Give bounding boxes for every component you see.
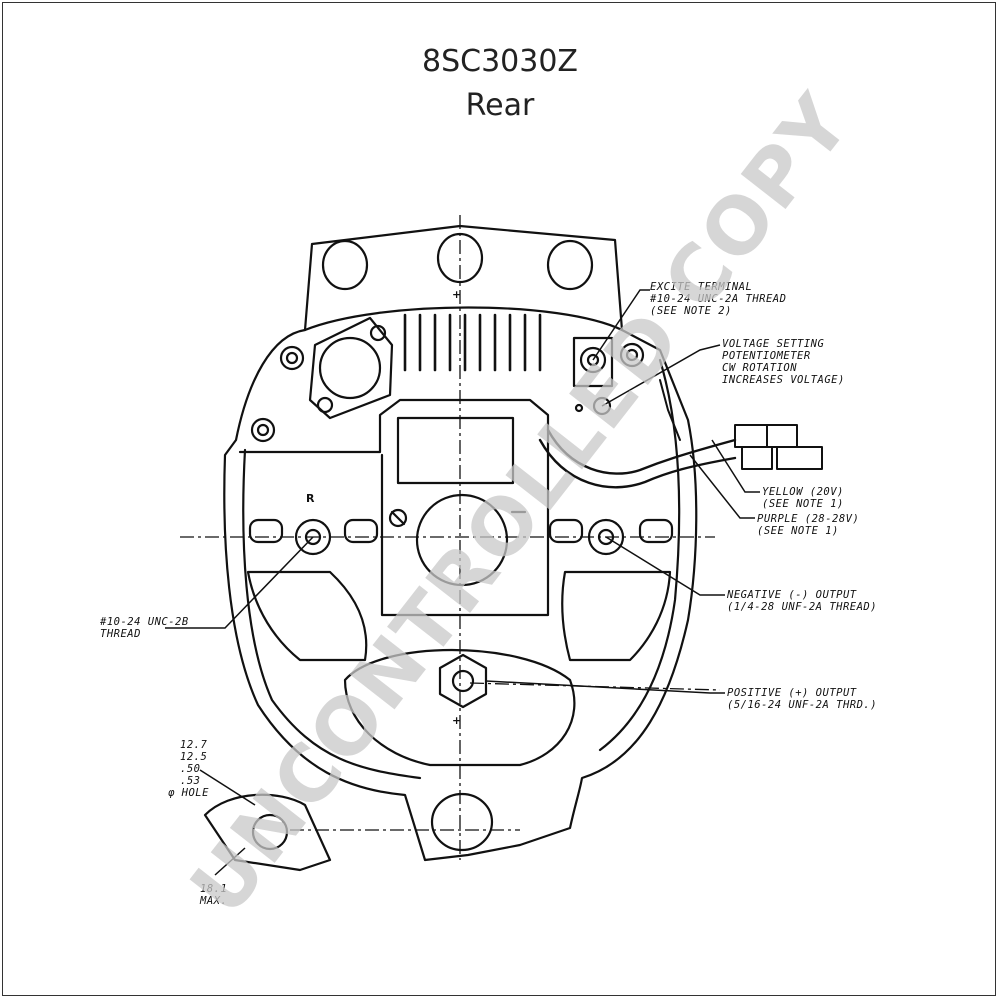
label-purple-2: (SEE NOTE 1) [757, 525, 839, 537]
label-voltage-1: VOLTAGE SETTING [722, 338, 825, 350]
cover-screw [388, 508, 408, 528]
leader-purple [689, 454, 755, 519]
screw-upper-right [619, 342, 645, 368]
housing-outline [223, 306, 698, 862]
plug-flange [308, 316, 394, 420]
screw-lower-left [250, 417, 276, 443]
plus-mark-top: + [452, 288, 461, 301]
excite-terminal-block [572, 336, 614, 388]
r-terminal-mark: R [306, 492, 315, 505]
label-yellow-2: (SEE NOTE 1) [762, 498, 844, 510]
label-negative-1: NEGATIVE (-) OUTPUT [726, 589, 857, 601]
bearing-boss [415, 493, 509, 587]
bottom-mounting-hole [430, 792, 494, 852]
tab-hole-right [546, 239, 594, 291]
plug-body [318, 336, 382, 400]
plus-mark-bottom: + [452, 714, 461, 727]
label-hole-2: 12.5 [180, 751, 207, 763]
plug-screw-top [369, 324, 387, 342]
connector-purple [741, 446, 773, 470]
leader-yellow [711, 439, 760, 493]
label-excite-3: (SEE NOTE 2) [650, 305, 732, 317]
leader-dim [214, 847, 246, 876]
slot-left-1 [248, 518, 284, 544]
housing-inner-outline [242, 358, 681, 780]
label-hole-4: .53 [180, 775, 200, 787]
tab-hole-left [321, 239, 369, 291]
label-hole-1: 12.7 [180, 739, 207, 751]
side-ear-detail [203, 793, 332, 872]
leader-negative [605, 536, 725, 596]
label-excite-2: #10-24 UNC-2A THREAD [649, 293, 786, 305]
leader-r-thread [165, 536, 314, 629]
label-positive-2: (5/16-24 UNF-2A THRD.) [727, 699, 877, 711]
regulator-cover [396, 416, 515, 485]
vent-bottom [343, 649, 576, 767]
slot-right-2 [638, 518, 674, 544]
leader-positive [485, 680, 725, 694]
part-number-title: 8SC3030Z [422, 44, 578, 79]
label-yellow-1: YELLOW (20V) [762, 486, 844, 498]
rear-cover-line [238, 398, 550, 457]
label-hole-5: φ HOLE [168, 787, 209, 799]
label-excite-1: EXCITE TERMINAL [650, 281, 752, 293]
label-voltage-4: INCREASES VOLTAGE) [722, 374, 845, 386]
label-positive-1: POSITIVE (+) OUTPUT [727, 687, 857, 699]
plug-screw-bottom [316, 396, 334, 414]
vent-right [561, 570, 672, 662]
cover-panel [380, 453, 550, 617]
slot-right-1 [548, 518, 584, 544]
voltage-potentiometer [592, 396, 612, 416]
leader-hole [199, 769, 256, 806]
leader-voltage [601, 344, 721, 407]
vent-left [246, 570, 368, 662]
label-dim-1: 18.1 [200, 883, 227, 895]
view-subtitle: Rear [465, 88, 535, 123]
label-voltage-2: POTENTIOMETER [722, 350, 811, 362]
excite-terminal-stud [579, 346, 607, 374]
label-dim-2: MAX. [199, 895, 227, 907]
screw-upper-left [279, 345, 305, 371]
label-voltage-3: CW ROTATION [722, 362, 797, 374]
label-negative-2: (1/4-28 UNF-2A THREAD) [727, 601, 877, 613]
leader-excite [592, 289, 650, 361]
slot-left-2 [343, 518, 379, 544]
label-thread-1: #10-24 UNC-2B [99, 616, 189, 628]
label-purple-1: PURPLE (28-28V) [757, 513, 859, 525]
heatsink-fins [403, 313, 542, 372]
wire-harness [546, 428, 737, 475]
label-hole-3: .50 [180, 763, 200, 775]
connector-yellow [734, 424, 768, 448]
label-thread-2: THREAD [100, 628, 141, 640]
side-ear-hole [251, 813, 289, 851]
positive-terminal-hex [438, 653, 488, 709]
